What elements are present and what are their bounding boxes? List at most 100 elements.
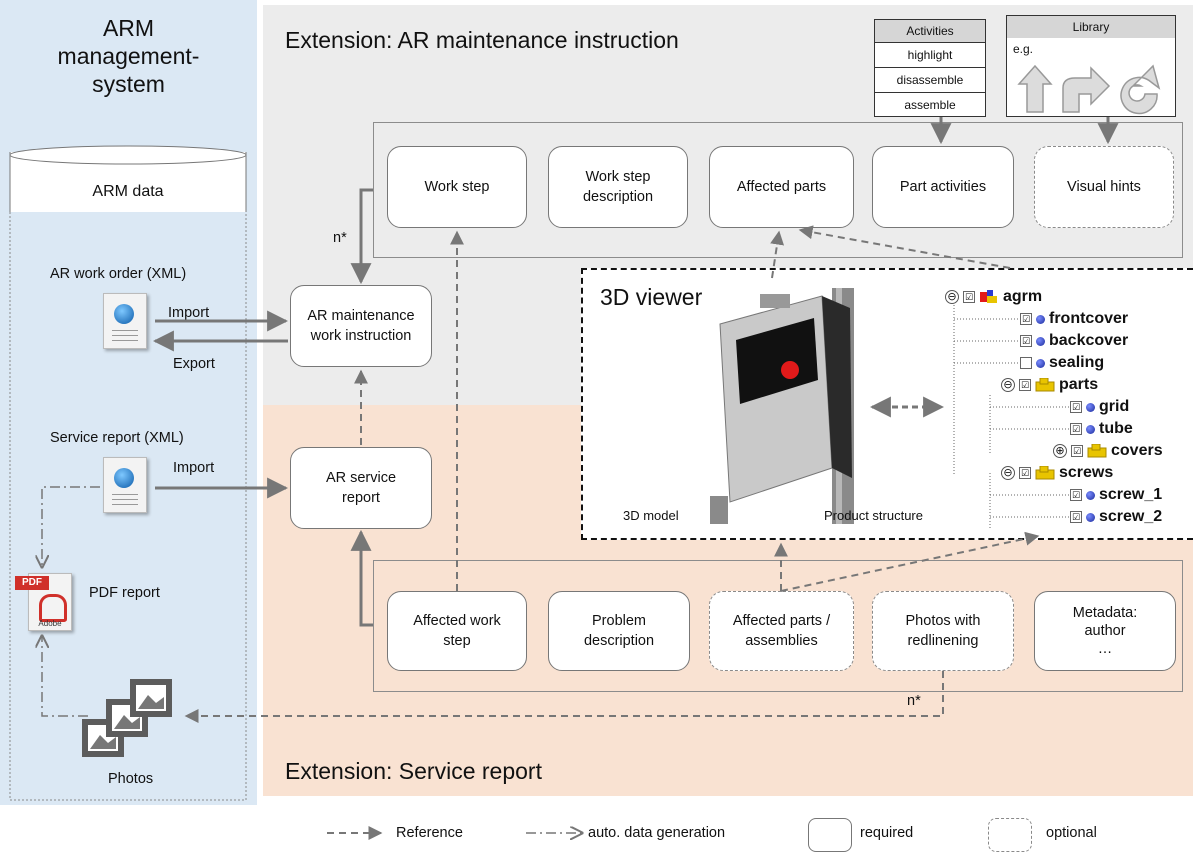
checkbox[interactable]: ☑ [1020, 335, 1032, 347]
tree-item[interactable]: ☑ tube [1070, 418, 1133, 440]
n-star-label-photos: n* [907, 693, 921, 709]
ar-service-report-box[interactable]: AR service report [290, 447, 432, 529]
tree-item[interactable]: ☑ screw_1 [1070, 484, 1162, 506]
part-icon [1086, 512, 1095, 522]
visual-hints-box[interactable]: Visual hints [1034, 146, 1174, 228]
tree-item-label: sealing [1049, 354, 1105, 371]
affected-parts-assemblies-box[interactable]: Affected parts / assemblies [709, 591, 854, 671]
tree-item[interactable]: ⊖ ☑ parts [1001, 374, 1098, 396]
legend-required-label: required [860, 825, 914, 841]
xml-document-icon [103, 457, 147, 513]
product-structure-label: Product structure [824, 508, 923, 523]
pdf-report-label: PDF report [89, 585, 160, 601]
metadata-box[interactable]: Metadata: author … [1034, 591, 1176, 671]
library-header: Library [1007, 16, 1175, 38]
work-order-label: AR work order (XML) [50, 266, 187, 282]
tree-item[interactable]: ☑ grid [1070, 396, 1129, 418]
visual-hint-arrows-icon [1017, 64, 1161, 115]
ar-maintenance-work-instruction-box[interactable]: AR maintenance work instruction [290, 285, 432, 367]
activity-row: assemble [875, 92, 985, 117]
part-icon [1036, 336, 1045, 346]
3d-model-image [710, 288, 854, 524]
work-step-description-box[interactable]: Work step description [548, 146, 688, 228]
checkbox[interactable]: ☑ [1019, 379, 1031, 391]
checkbox[interactable]: ☑ [1020, 313, 1032, 325]
import-label-1: Import [168, 305, 210, 321]
3d-model-label: 3D model [623, 508, 679, 523]
checkbox[interactable]: ☑ [1070, 489, 1082, 501]
tree-item-label: grid [1099, 398, 1130, 415]
service-extension-title: Extension: Service report [285, 758, 542, 784]
tree-item-label: tube [1099, 420, 1133, 437]
legend-reference-label: Reference [396, 825, 463, 841]
affected-parts-box[interactable]: Affected parts [709, 146, 854, 228]
ar-extension-title: Extension: AR maintenance instruction [285, 27, 679, 53]
tree-item-label: frontcover [1049, 310, 1129, 327]
legend-auto-icon [526, 823, 586, 843]
part-icon [1036, 314, 1045, 324]
collapse-icon[interactable]: ⊖ [1001, 466, 1015, 480]
pdf-icon-badge: PDF [15, 576, 49, 590]
legend-optional-label: optional [1046, 825, 1097, 841]
collapse-icon[interactable]: ⊖ [945, 290, 959, 304]
activity-row: highlight [875, 42, 985, 67]
legend-auto-label: auto. data generation [588, 825, 726, 841]
expand-icon[interactable]: ⊕ [1053, 444, 1067, 458]
checkbox[interactable] [1020, 357, 1032, 369]
pdf-icon: PDF Adobe [15, 573, 72, 631]
legend-required-box [808, 818, 852, 852]
assembly-icon [1035, 466, 1055, 480]
n-star-label: n* [333, 230, 347, 246]
legend-reference-icon [327, 826, 383, 840]
arm-data-label: ARM data [92, 183, 164, 200]
3d-viewer-title: 3D viewer [600, 284, 703, 310]
activities-table: Activities highlight disassemble assembl… [874, 19, 986, 117]
part-icon [1036, 358, 1045, 368]
tree-item[interactable]: ⊕ ☑ covers [1053, 440, 1163, 462]
xml-document-icon [103, 293, 147, 349]
part-icon [1086, 490, 1095, 500]
tree-item[interactable]: ⊖ ☑ agrm [945, 286, 1042, 308]
arm-system-panel [0, 0, 257, 805]
ar-instruction-group [373, 122, 1183, 258]
checkbox[interactable]: ☑ [1071, 445, 1083, 457]
checkbox[interactable]: ☑ [1070, 401, 1082, 413]
import-label-2: Import [173, 460, 215, 476]
tree-item-label: screw_2 [1099, 508, 1163, 525]
checkbox[interactable]: ☑ [963, 291, 975, 303]
checkbox[interactable]: ☑ [1070, 423, 1082, 435]
tree-item-label: backcover [1049, 332, 1129, 349]
tree-item[interactable]: ☑ backcover [1020, 330, 1128, 352]
legend-optional-box [988, 818, 1032, 852]
service-report-label: Service report (XML) [50, 430, 184, 446]
photos-label: Photos [108, 771, 154, 787]
tree-item-label: covers [1111, 442, 1163, 459]
activities-header: Activities [875, 20, 985, 42]
library-eg: e.g. [1013, 42, 1034, 56]
photos-with-redlining-box[interactable]: Photos with redlinening [872, 591, 1014, 671]
library-box: Library e.g. [1006, 15, 1176, 117]
tree-item[interactable]: ☑ frontcover [1020, 308, 1128, 330]
tree-item[interactable]: ☑ screw_2 [1070, 506, 1162, 528]
part-activities-box[interactable]: Part activities [872, 146, 1014, 228]
service-report-group [373, 560, 1183, 692]
tree-item-label: agrm [1003, 288, 1043, 305]
checkbox[interactable]: ☑ [1019, 467, 1031, 479]
arm-database-icon [9, 145, 247, 801]
problem-description-box[interactable]: Problem description [548, 591, 690, 671]
tree-item[interactable]: ⊖ ☑ screws [1001, 462, 1113, 484]
export-label: Export [173, 356, 215, 372]
tree-item[interactable]: sealing [1020, 352, 1104, 374]
tree-guides [953, 302, 1070, 530]
assembly-icon [1035, 378, 1055, 392]
affected-work-step-box[interactable]: Affected work step [387, 591, 527, 671]
arm-title: ARM management- system [57, 15, 200, 97]
collapse-icon[interactable]: ⊖ [1001, 378, 1015, 392]
tree-item-label: screw_1 [1099, 486, 1163, 503]
work-step-box[interactable]: Work step [387, 146, 527, 228]
assembly-icon [1087, 444, 1107, 458]
photos-icon [82, 679, 172, 757]
checkbox[interactable]: ☑ [1070, 511, 1082, 523]
assembly-icon [980, 290, 997, 303]
